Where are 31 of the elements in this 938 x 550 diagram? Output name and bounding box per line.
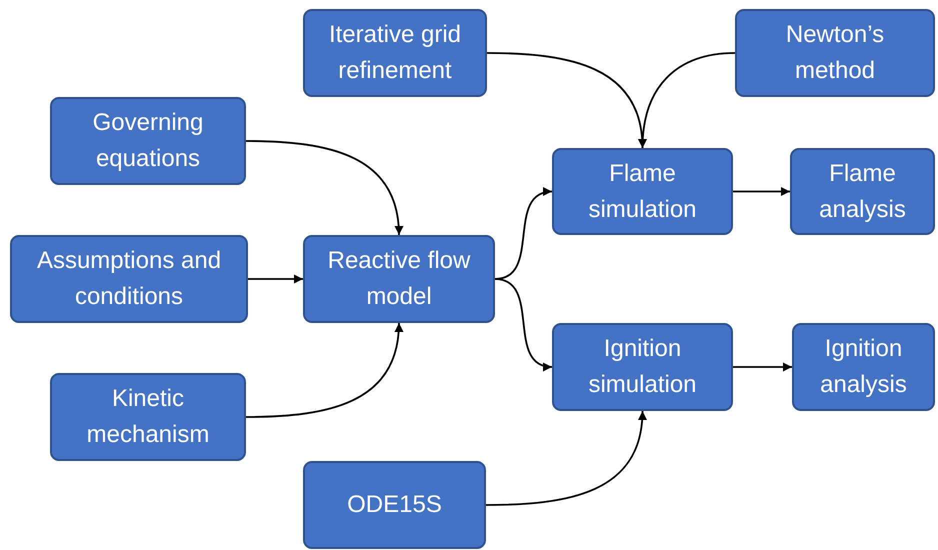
- arrow: [246, 322, 403, 418]
- box-label: Reactive flow model: [326, 246, 472, 312]
- process-box: [303, 9, 487, 97]
- process-box: [303, 235, 495, 323]
- arrow: [246, 140, 403, 236]
- arrow: [494, 188, 552, 280]
- box-label: Flame simulation: [587, 158, 698, 224]
- process-box: [792, 323, 935, 411]
- process-box: [552, 148, 733, 235]
- arrow: [733, 362, 792, 372]
- process-box: [50, 373, 246, 461]
- process-box: [50, 97, 246, 185]
- box-label: Kinetic mechanism: [86, 384, 210, 450]
- process-box: [552, 323, 733, 411]
- arrow: [486, 410, 646, 506]
- arrow: [494, 278, 552, 370]
- arrow: [248, 274, 303, 284]
- process-box: [303, 461, 486, 549]
- box-label: Governing equations: [92, 108, 204, 174]
- box-label: Newton’s method: [784, 20, 886, 86]
- box-label: Flame analysis: [818, 158, 907, 224]
- arrow: [638, 52, 736, 148]
- arrow: [733, 187, 790, 196]
- process-box: [10, 235, 248, 323]
- process-box: [735, 9, 935, 97]
- box-label: Assumptions and conditions: [36, 246, 222, 312]
- box-label: Ignition simulation: [587, 334, 698, 400]
- box-label: ODE15S: [346, 490, 443, 520]
- process-box: [790, 148, 935, 235]
- box-label: Ignition analysis: [819, 334, 908, 400]
- box-label: Iterative grid refinement: [328, 20, 462, 86]
